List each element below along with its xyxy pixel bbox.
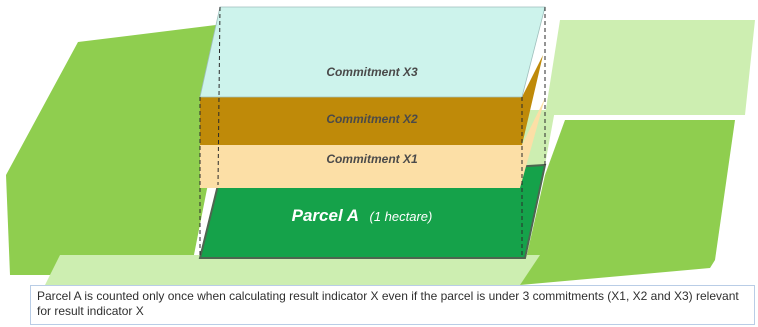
commitment-x3-layer	[199, 6, 546, 98]
commitment-x1-label: Commitment X1	[326, 152, 418, 166]
field-right	[520, 120, 735, 285]
caption-text: Parcel A is counted only once when calcu…	[30, 285, 755, 325]
field-bottom	[45, 255, 540, 285]
field-top-right	[545, 20, 755, 115]
field-left	[6, 22, 240, 275]
commitment-x1-layer	[200, 98, 545, 188]
projection-lines	[199, 6, 546, 258]
commitment-x2-layer	[200, 55, 543, 145]
commitment-x2-label: Commitment X2	[326, 112, 418, 126]
commitment-x3-label: Commitment X3	[326, 65, 418, 79]
parcel-a-label: Parcel A (1 hectare)	[292, 206, 433, 225]
